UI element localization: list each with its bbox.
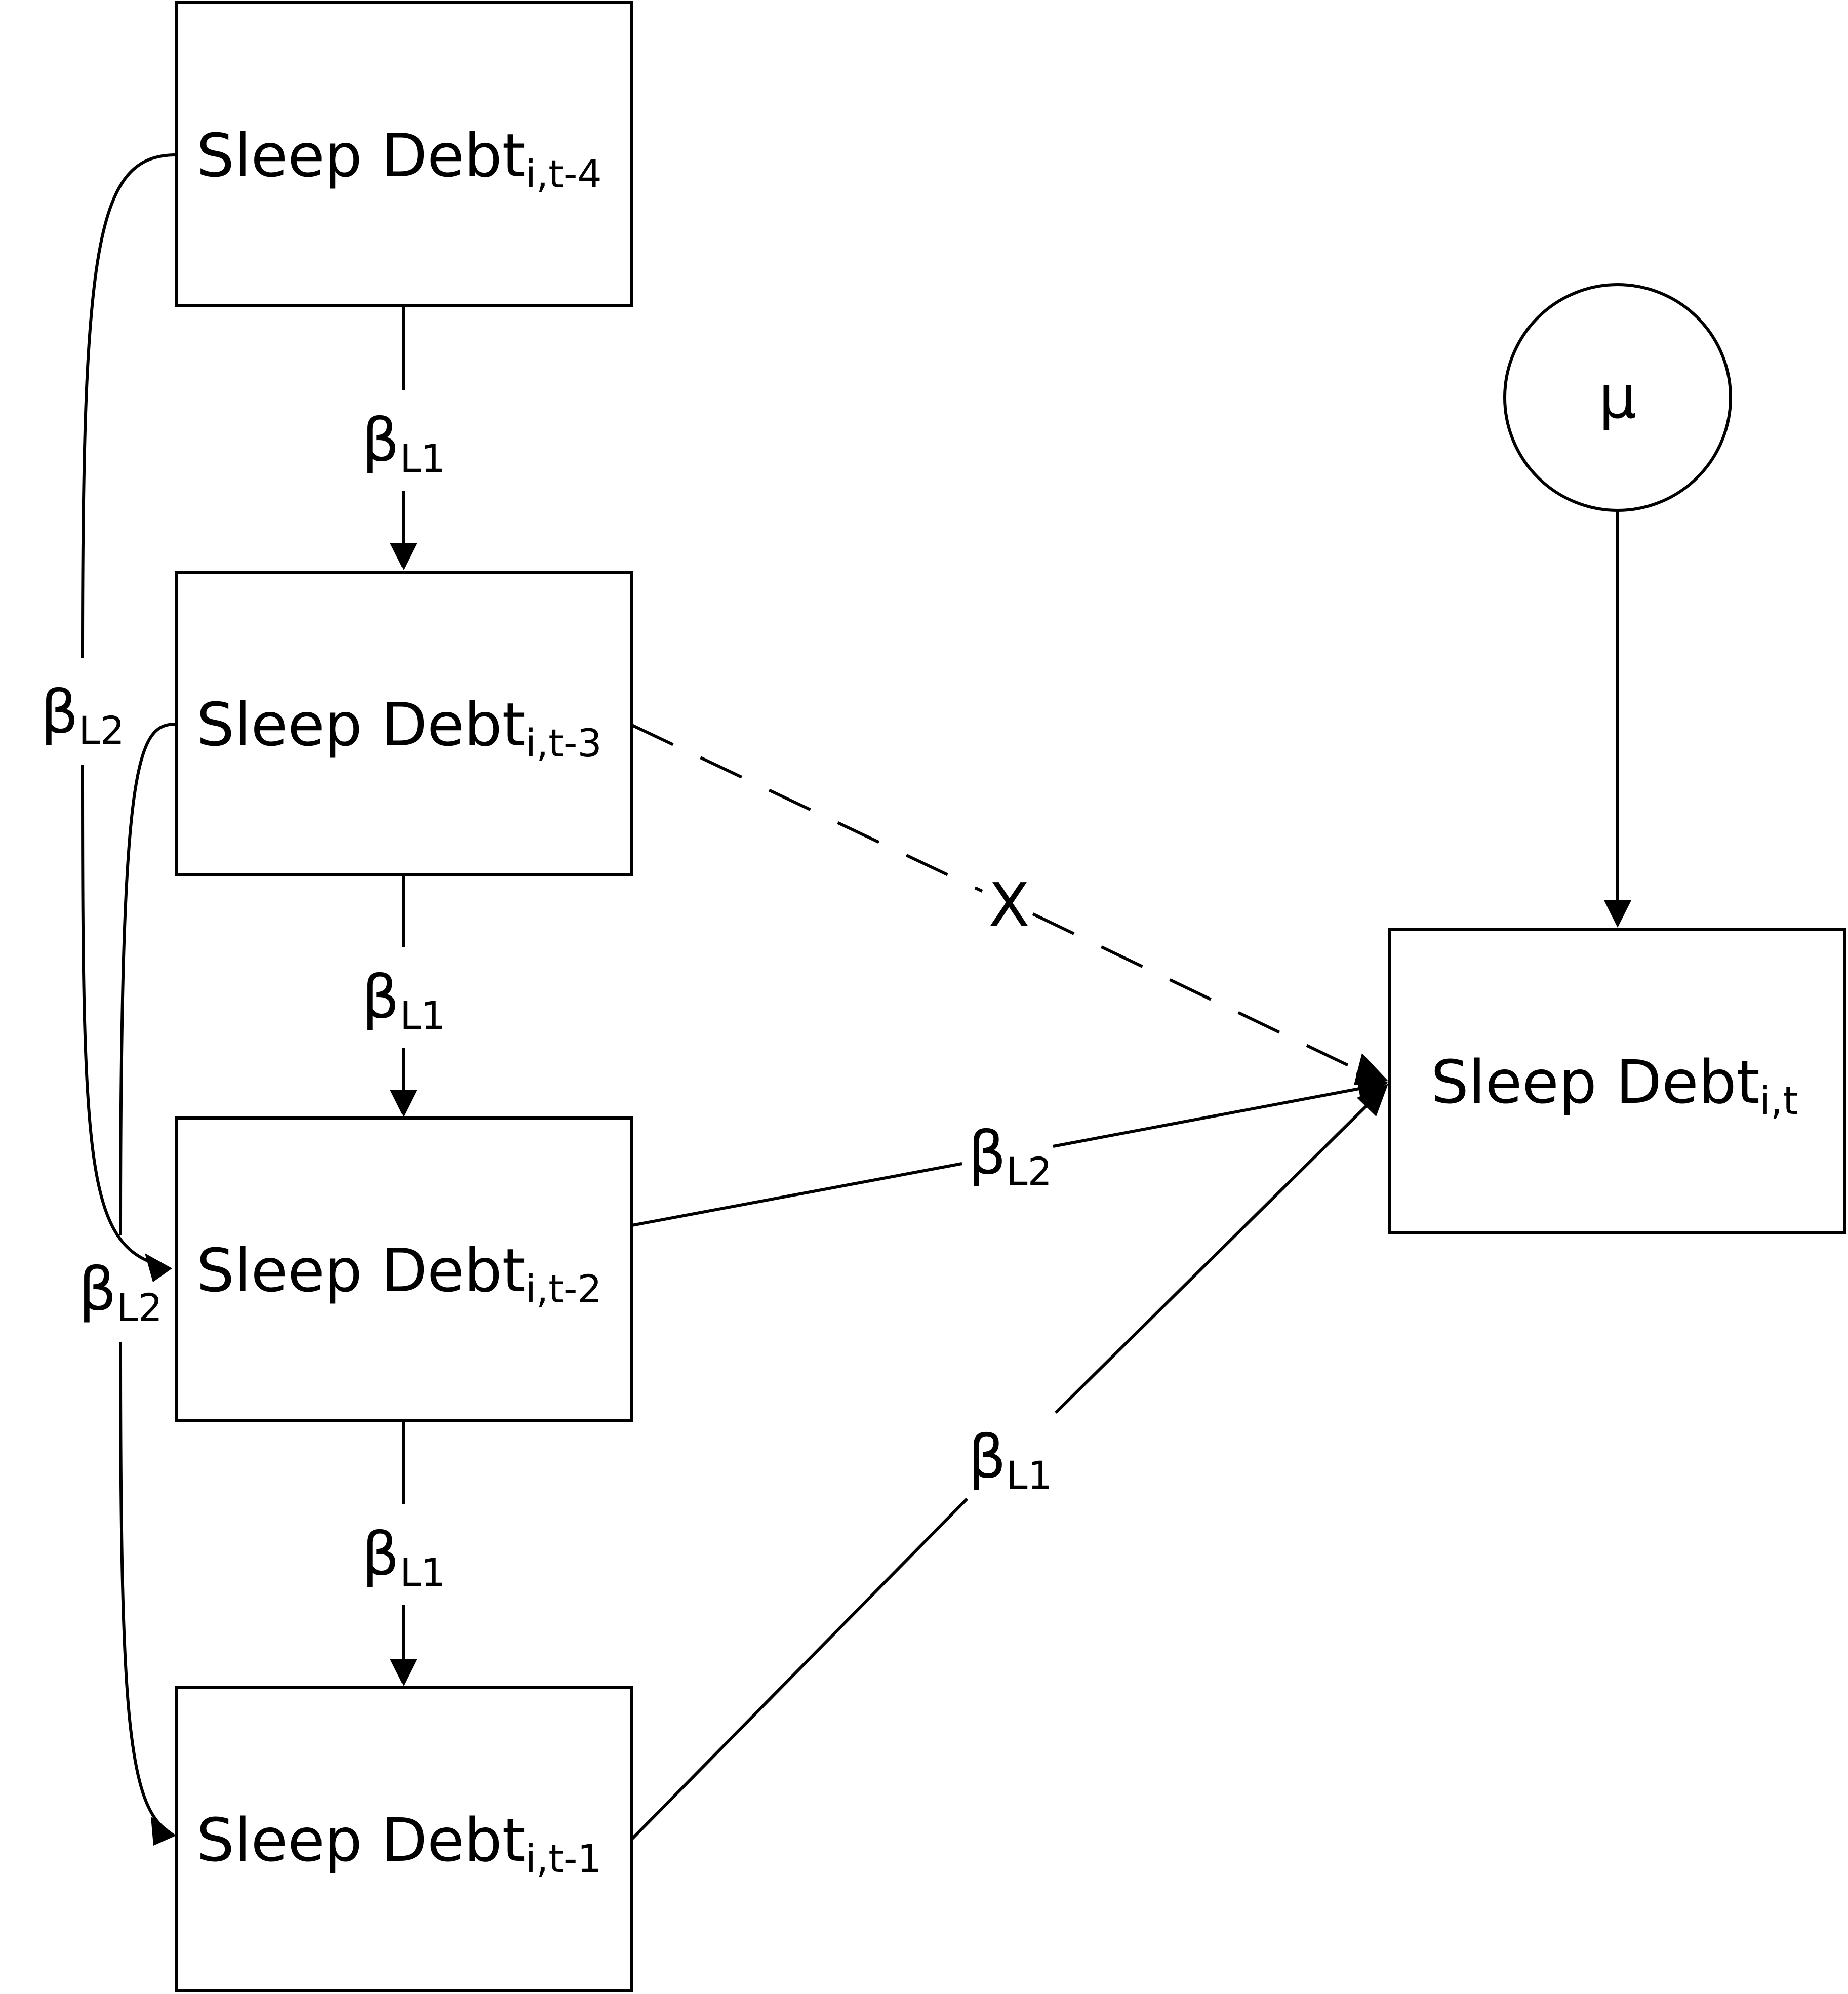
svg-text:Sleep Debti,t-1: Sleep Debti,t-1 xyxy=(196,1805,602,1881)
edge-label-lag2-to-current: βL2 xyxy=(968,1118,1052,1194)
svg-text:Sleep Debti,t-3: Sleep Debti,t-3 xyxy=(196,690,602,766)
edge-lag4-to-lag3 xyxy=(390,306,417,570)
edge-label-lag3-to-lag2: βL1 xyxy=(361,962,446,1038)
svg-text:μ: μ xyxy=(1598,362,1636,432)
edge-lag1-to-current xyxy=(630,1084,1388,1841)
node-sleep-debt-lag1: Sleep Debti,t-1 xyxy=(175,1686,633,1992)
node-sleep-debt-lag2: Sleep Debti,t-2 xyxy=(175,1116,633,1422)
edge-label-lag3-to-current: X xyxy=(989,870,1030,940)
edge-mu-to-current xyxy=(1604,511,1631,928)
edge-label-lag2-to-lag1: βL1 xyxy=(361,1519,446,1595)
node-sleep-debt-current: Sleep Debti,t xyxy=(1388,928,1846,1234)
edge-label-lag3-to-lag1: βL2 xyxy=(78,1254,163,1330)
node-mu: μ xyxy=(1503,283,1732,512)
edge-lag4-to-lag2 xyxy=(81,153,177,1282)
svg-text:Sleep Debti,t-2: Sleep Debti,t-2 xyxy=(196,1235,602,1311)
node-sleep-debt-lag3: Sleep Debti,t-3 xyxy=(175,571,633,876)
edge-lag3-to-lag1 xyxy=(119,723,177,1846)
node-sleep-debt-lag4: Sleep Debti,t-4 xyxy=(175,1,633,307)
svg-text:Sleep Debti,t-4: Sleep Debti,t-4 xyxy=(196,121,602,196)
edge-label-lag4-to-lag3: βL1 xyxy=(361,405,446,481)
edge-lag2-to-current xyxy=(631,1072,1388,1227)
edge-lag3-to-lag2 xyxy=(390,875,417,1117)
edge-label-lag4-to-lag2: βL2 xyxy=(41,677,125,753)
edge-label-lag1-to-current: βL1 xyxy=(968,1422,1052,1498)
edge-lag2-to-lag1 xyxy=(390,1421,417,1686)
svg-text:Sleep Debti,t: Sleep Debti,t xyxy=(1431,1047,1798,1123)
